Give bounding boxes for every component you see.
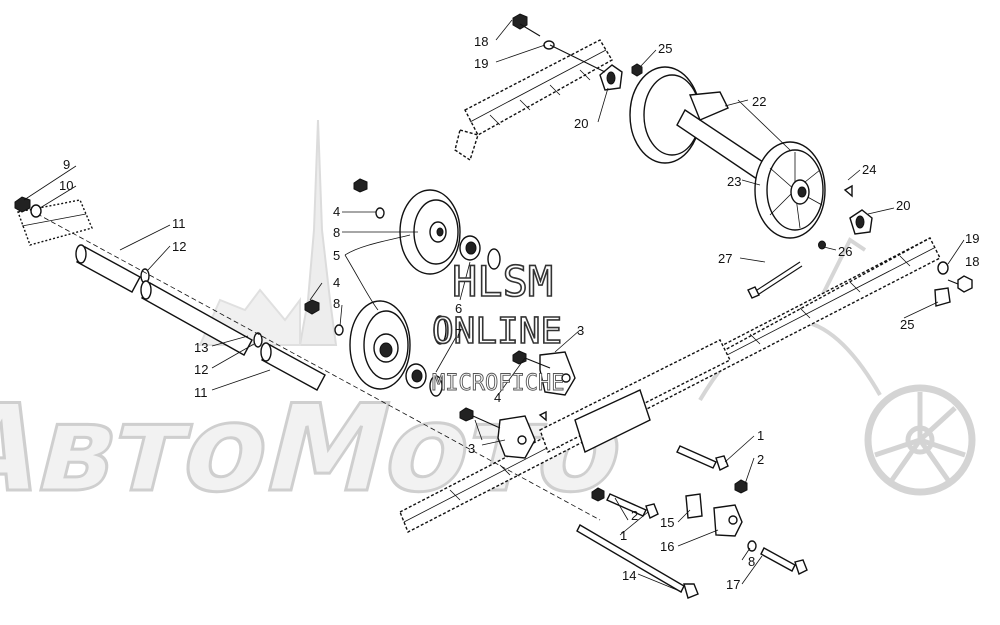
callout-1-left: 1 (620, 528, 627, 543)
callout-2-left: 2 (631, 508, 638, 523)
callout-12-top: 12 (172, 239, 186, 254)
callout-6: 6 (455, 301, 462, 316)
watermark-line-2: ONLINE (432, 311, 562, 352)
main-slide-rail (399, 237, 941, 533)
idler-wheel-lower (349, 300, 447, 397)
bolt-washer-right (818, 184, 973, 307)
callout-2-right: 2 (757, 452, 764, 467)
nuts-washers-left (304, 178, 385, 336)
watermark-line-3: MICROFICHE (432, 371, 564, 396)
callout-5: 5 (333, 248, 340, 263)
callout-4-upper: 4 (333, 204, 340, 219)
rear-axle-assembly (629, 66, 826, 239)
callout-labels: 18 19 25 20 22 23 24 20 26 27 19 18 25 9… (59, 34, 979, 592)
callout-8-lower: 8 (748, 554, 755, 569)
callout-16: 16 (660, 539, 674, 554)
callout-3-lower: 3 (468, 441, 475, 456)
callout-4-lower: 4 (494, 390, 501, 405)
callout-26: 26 (838, 244, 852, 259)
callout-19-right: 19 (965, 231, 979, 246)
callout-17: 17 (726, 577, 740, 592)
watermark-line-1: HLSM (452, 257, 553, 306)
callout-20-top: 20 (574, 116, 588, 131)
callout-11-top: 11 (172, 216, 186, 231)
callout-19-top: 19 (474, 56, 488, 71)
callout-18-top: 18 (474, 34, 488, 49)
callout-9: 9 (63, 157, 70, 172)
callout-10: 10 (59, 178, 73, 193)
axle-brackets (459, 350, 576, 459)
leader-lines (23, 19, 965, 593)
bolt-27 (747, 261, 803, 299)
callout-23: 23 (727, 174, 741, 189)
callout-3-upper: 3 (577, 323, 584, 338)
callout-25: 25 (900, 317, 914, 332)
bolt-washer-upper (512, 13, 606, 73)
long-bolt-14 (576, 524, 699, 599)
callout-8-upper: 8 (333, 225, 340, 240)
spacer-bracket-bolt (685, 493, 808, 575)
bearing-housings (599, 63, 873, 235)
callout-27: 27 (718, 251, 732, 266)
callout-18-right: 18 (965, 254, 979, 269)
callout-22: 22 (752, 94, 766, 109)
callout-12-bottom: 12 (194, 362, 208, 377)
callout-14: 14 (622, 568, 636, 583)
nut-washer-9-10 (14, 196, 42, 218)
callout-4-mid: 4 (333, 275, 340, 290)
callout-24: 24 (862, 162, 876, 177)
callout-21: 25 (658, 41, 672, 56)
callout-13: 13 (194, 340, 208, 355)
callout-15: 15 (660, 515, 674, 530)
callout-11-bottom: 11 (194, 385, 208, 400)
axle-tubes (29, 209, 601, 521)
idler-wheel-upper (399, 189, 501, 275)
bolts-1-nuts-2 (591, 445, 748, 519)
callout-7: 7 (455, 326, 462, 341)
callout-20-right: 20 (896, 198, 910, 213)
callout-8-mid: 8 (333, 296, 340, 311)
callout-1-right: 1 (757, 428, 764, 443)
upper-rear-rail (454, 39, 613, 162)
